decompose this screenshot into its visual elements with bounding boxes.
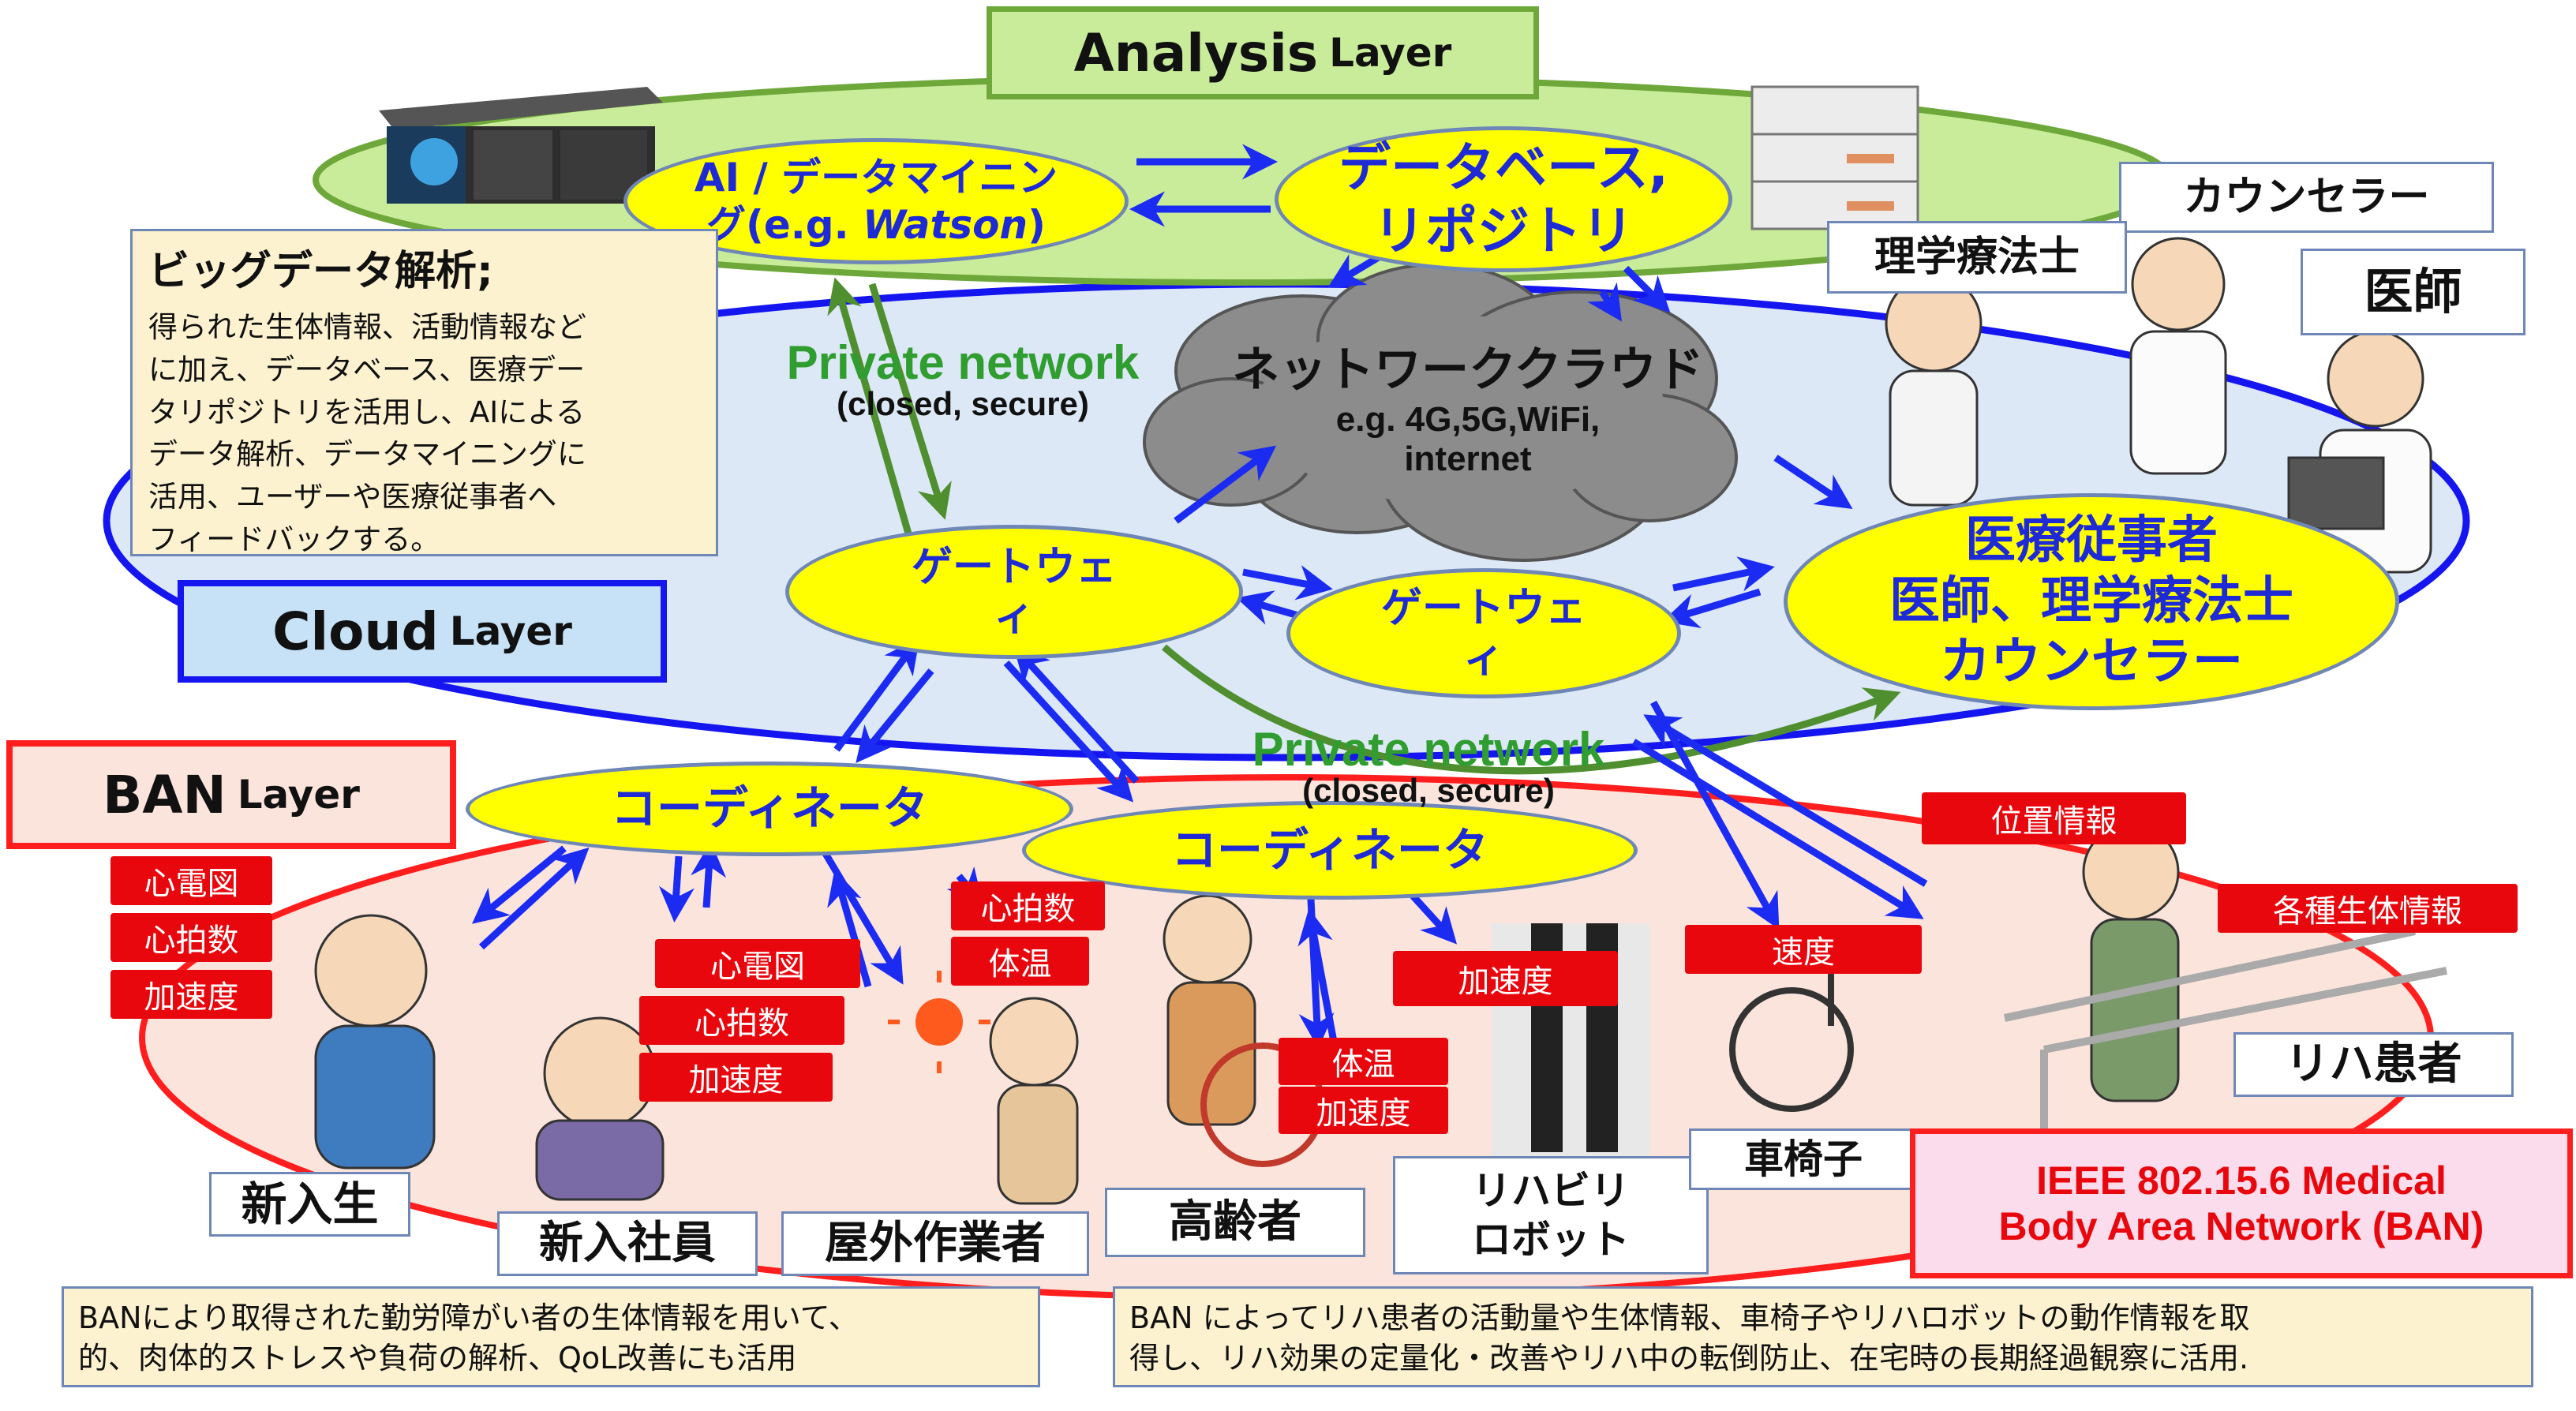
doctor-label: 医師 (2301, 249, 2525, 335)
database-node: データベース, リポジトリ (1275, 126, 1732, 272)
tag-employee-ecg: 心電図 (655, 939, 860, 988)
analysis-layer-title: Analysis Layer (987, 6, 1539, 99)
cloud-layer-title: Cloud Layer (178, 580, 667, 683)
tag-employee-hr: 心拍数 (639, 996, 844, 1045)
tag-bio: 各種生体情報 (2218, 884, 2518, 933)
tag-worker-temp: 体温 (951, 937, 1089, 986)
tag-worker-hr: 心拍数 (951, 881, 1105, 930)
ieee-ban-box: IEEE 802.15.6 Medical Body Area Network … (1910, 1128, 2573, 1278)
coordinator-right: コーディネータ (1022, 801, 1638, 900)
tag-robot-accel: 加速度 (1393, 951, 1618, 1006)
big-data-note: ビッグデータ解析; 得られた生体情報、活動情報など に加え、データベース、医療デ… (130, 229, 718, 556)
network-cloud-label: ネットワーククラウド e.g. 4G,5G,WiFi, internet (1232, 342, 1704, 478)
freshman-label: 新入生 (209, 1172, 410, 1237)
rehab-robot-label: リハビリ ロボット (1393, 1156, 1709, 1274)
elderly-label: 高齢者 (1105, 1188, 1365, 1257)
ban-layer-title: BAN Layer (6, 740, 456, 849)
private-network-lower: Private network (closed, secure) (1252, 723, 1605, 809)
gateway-right: ゲートウェ ィ (1286, 568, 1681, 698)
tag-elderly-temp: 体温 (1279, 1038, 1448, 1085)
new-employee-label: 新入社員 (497, 1211, 758, 1276)
tag-employee-accel: 加速度 (639, 1053, 833, 1102)
server-rack-icon (379, 87, 663, 204)
rehab-patient-label: リハ患者 (2233, 1032, 2514, 1097)
private-network-upper: Private network (closed, secure) (786, 336, 1140, 422)
db-server-icon (1750, 85, 1919, 230)
tag-location: 位置情報 (1922, 792, 2186, 844)
medical-staff-node: 医療従事者 医師、理学療法士 カウンセラー (1784, 493, 2399, 710)
sun-icon (888, 971, 990, 1073)
coordinator-left: コーディネータ (466, 762, 1073, 856)
outdoor-worker-label: 屋外作業者 (781, 1211, 1089, 1276)
wheelchair-label: 車椅子 (1689, 1128, 1918, 1190)
tag-elderly-accel: 加速度 (1279, 1087, 1448, 1134)
bottom-note-right: BAN によってリハ患者の活動量や生体情報、車椅子やリハロボットの動作情報を取 … (1113, 1286, 2533, 1387)
tag-wheelchair-speed: 速度 (1685, 925, 1922, 974)
tag-freshman-accel: 加速度 (110, 970, 272, 1019)
physio-label: 理学療法士 (1827, 221, 2127, 294)
counselor-label: カウンセラー (2119, 162, 2494, 233)
gateway-left: ゲートウェ ィ (785, 525, 1243, 659)
bottom-note-left: BANにより取得された勤労障がい者の生体情報を用いて、 的、肉体的ストレスや負荷… (62, 1286, 1040, 1387)
tag-freshman-hr: 心拍数 (110, 913, 272, 962)
person-icon (314, 237, 2432, 1205)
tag-freshman-ecg: 心電図 (110, 856, 272, 905)
network-cloud-icon (1143, 263, 1738, 562)
